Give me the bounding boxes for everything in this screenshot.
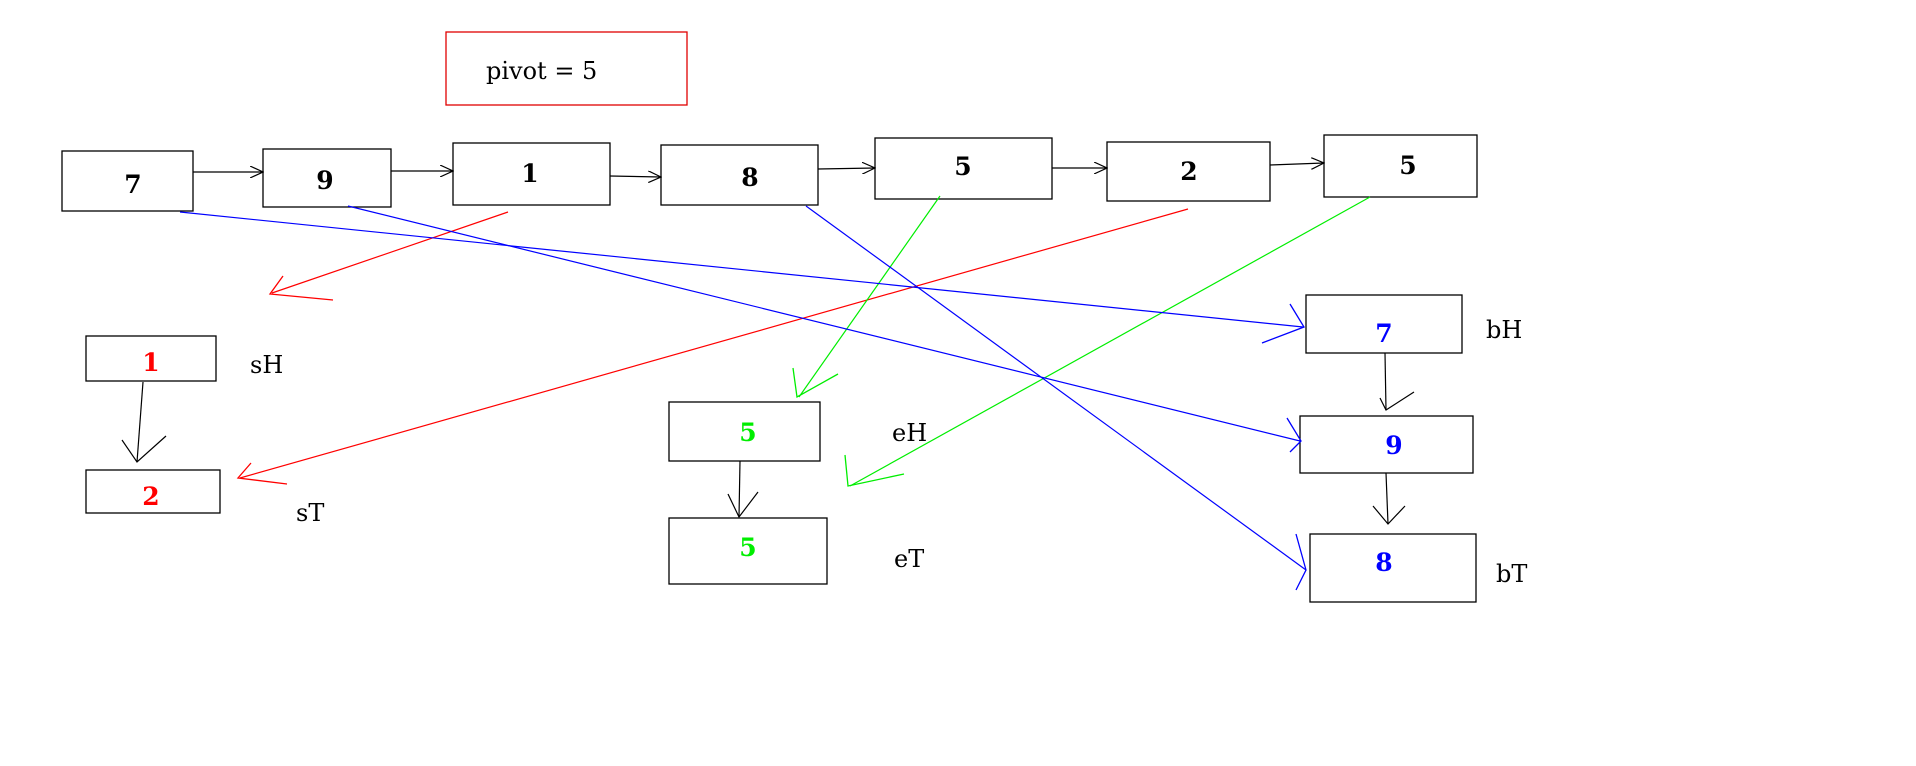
- small-node: 2: [85, 469, 221, 514]
- next-arrow: [1384, 352, 1387, 411]
- equal-node-value: 5: [739, 418, 756, 447]
- big-partition-arrows: [179, 205, 1307, 591]
- small-partition-arrows: [236, 208, 1189, 485]
- move-to-equal-arrow: [849, 196, 1371, 487]
- arrow-head: [1295, 533, 1307, 591]
- big-node-value: 8: [1375, 548, 1392, 577]
- big-node: 8: [1309, 533, 1477, 603]
- input-node-value: 5: [954, 152, 971, 181]
- arrow-head: [1372, 505, 1406, 525]
- input-node-value: 8: [741, 163, 758, 192]
- small-head-label: sH: [250, 351, 283, 379]
- arrow-head: [792, 367, 839, 399]
- next-arrow: [136, 381, 144, 463]
- input-node: 9: [262, 148, 392, 208]
- input-list-arrows: [193, 163, 1324, 177]
- next-arrow: [609, 176, 661, 177]
- input-node: 1: [452, 142, 611, 206]
- equal-partition-arrows: [792, 195, 1371, 487]
- input-node: 5: [1323, 134, 1478, 198]
- next-arrow: [1385, 472, 1389, 525]
- move-to-small-arrow: [271, 211, 509, 294]
- input-node: 5: [874, 137, 1053, 200]
- input-node: 7: [61, 150, 194, 212]
- arrow-head: [268, 275, 334, 301]
- equal-node: 5: [668, 401, 821, 462]
- small-list: 1 2 sH sT: [85, 335, 324, 527]
- input-node-value: 7: [124, 170, 141, 199]
- move-to-big-arrow: [347, 205, 1301, 442]
- arrow-head: [236, 462, 288, 485]
- big-node: 9: [1299, 415, 1474, 474]
- arrow-head: [121, 435, 167, 463]
- small-node: 1: [85, 335, 217, 382]
- small-node-value: 1: [142, 348, 159, 377]
- next-arrow: [817, 168, 875, 169]
- equal-head-label: eH: [892, 419, 927, 447]
- equal-tail-label: eT: [894, 545, 924, 573]
- pivot-label: pivot = 5: [486, 57, 597, 85]
- pivot-box: pivot = 5: [445, 31, 688, 106]
- move-to-big-arrow: [179, 211, 1304, 328]
- arrow-head: [1261, 303, 1305, 344]
- arrow-head: [844, 454, 905, 487]
- input-node: 2: [1106, 141, 1271, 202]
- equal-node-value: 5: [739, 533, 756, 562]
- input-node-value: 5: [1399, 151, 1416, 180]
- big-list: 7 9 8 bH bT: [1299, 294, 1527, 603]
- arrow-head: [1286, 417, 1302, 453]
- big-tail-label: bT: [1496, 560, 1527, 588]
- equal-node: 5: [668, 517, 828, 585]
- move-to-small-arrow: [239, 208, 1189, 479]
- input-list: 7 9 1 8 5 2 5: [61, 134, 1478, 212]
- big-node-value: 7: [1375, 319, 1392, 348]
- big-head-label: bH: [1486, 316, 1522, 344]
- small-tail-label: sT: [296, 499, 324, 527]
- equal-list: 5 5 eH eT: [668, 401, 927, 585]
- next-arrow: [1269, 163, 1324, 165]
- arrow-head: [1379, 391, 1415, 411]
- move-to-equal-arrow: [798, 195, 941, 398]
- input-node-value: 9: [316, 166, 333, 195]
- next-arrow: [738, 460, 741, 518]
- input-node-value: 2: [1180, 157, 1197, 186]
- input-node: 8: [660, 144, 819, 206]
- big-node-value: 9: [1385, 431, 1402, 460]
- big-node: 7: [1305, 294, 1463, 354]
- move-to-big-arrow: [805, 205, 1307, 571]
- input-node-value: 1: [521, 159, 538, 188]
- arrow-head: [727, 491, 759, 519]
- small-node-value: 2: [142, 482, 159, 511]
